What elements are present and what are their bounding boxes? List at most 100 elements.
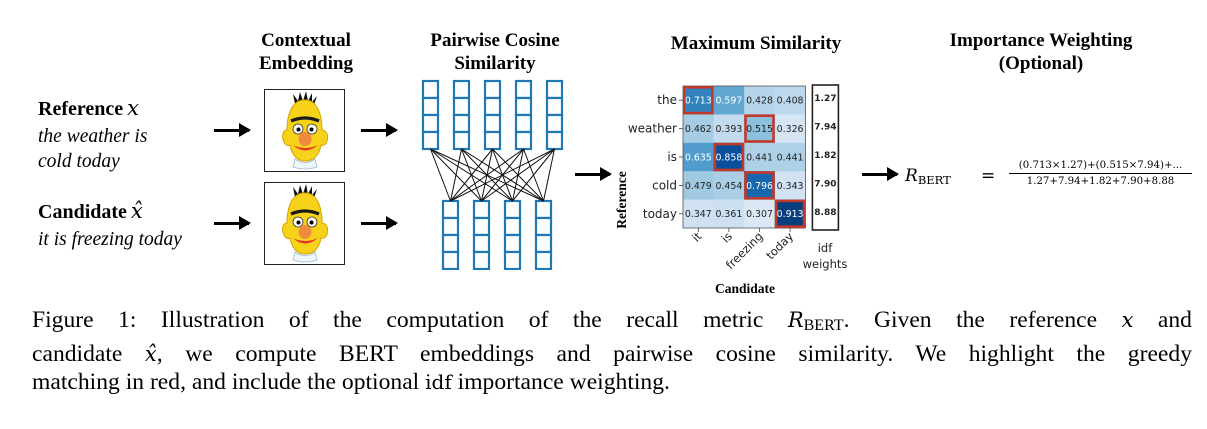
embedding-cell [514, 130, 533, 151]
heatmap-cell [744, 114, 776, 144]
caption-math-x: x [1121, 308, 1134, 332]
embedding-cell [452, 113, 471, 134]
figure-caption: Figure 1: Illustration of the computatio… [32, 306, 1192, 396]
formula-r: R [905, 166, 918, 186]
caption-text: . Given the reference [843, 307, 1122, 333]
heatmap-cell [744, 142, 776, 172]
heatmap-cell-value: 0.441 [777, 152, 804, 163]
bert-muppet-face-icon [282, 184, 329, 263]
embedding-cell [483, 130, 502, 151]
heatmap-cell-value: 0.361 [715, 209, 742, 220]
greedy-match-highlight [713, 142, 745, 172]
heatmap-cell-value: 0.347 [685, 209, 712, 220]
candidate-label: Candidate [38, 201, 127, 223]
similarity-connection-line [450, 148, 462, 202]
header-line: (Optional) [998, 53, 1084, 74]
heatmap-cell-value: 0.515 [746, 124, 773, 135]
heatmap-cell-value: 0.462 [685, 124, 712, 135]
right-arrow-icon [214, 216, 251, 230]
embedding-cell [472, 233, 491, 254]
reference-embedding-vector [452, 79, 471, 151]
similarity-connection-line [481, 148, 555, 202]
embedding-cell [421, 130, 440, 151]
recall-formula: RBERT = (0.713×1.27)+(0.515×7.94)+... 1.… [905, 158, 1205, 194]
heatmap-cell-value: 0.408 [777, 96, 804, 107]
caption-line: candidate x̂, we compute BERT embeddings… [32, 340, 1192, 368]
candidate-embedding-vector [472, 199, 491, 270]
heatmap-cell [713, 86, 745, 115]
embedding-cell [514, 113, 533, 134]
header-maximum-similarity: Maximum Similarity [640, 32, 872, 55]
embedding-cell [545, 130, 564, 151]
embedding-cell [421, 113, 440, 134]
reference-embedding-vector [483, 79, 502, 151]
embedding-cell [441, 233, 460, 254]
heatmap-cell-value: 0.858 [715, 152, 742, 163]
header-line: Importance Weighting [949, 30, 1133, 51]
embedding-cell [503, 199, 522, 220]
heatmap-cell [774, 114, 806, 144]
candidate-embedding-vector [534, 199, 553, 270]
heatmap-ylabel: Reference [614, 171, 629, 228]
embedding-cell [483, 113, 502, 134]
heatmap-cell-value: 0.393 [715, 124, 742, 135]
header-line: Embedding [259, 53, 353, 74]
embedding-cell [545, 79, 564, 100]
embedding-cell [503, 216, 522, 237]
candidate-input: Candidate x̂ it is freezing today [38, 198, 238, 252]
heatmap-xlabel: Candidate [715, 281, 775, 296]
reference-sentence-line: the weather is [38, 126, 148, 147]
reference-embedding-model-box [264, 89, 345, 172]
reference-sentence-line: cold today [38, 151, 120, 172]
embedding-cell [472, 199, 491, 220]
heatmap-cell [683, 86, 714, 115]
right-arrow-icon [361, 123, 398, 137]
embedding-cell [534, 216, 553, 237]
similarity-connection-line [543, 148, 555, 202]
formula-denominator: 1.27+7.94+1.82+7.90+8.88 [1026, 176, 1175, 187]
embedding-cell [534, 250, 553, 270]
reference-symbol: x [127, 96, 139, 120]
caption-idf: idf [425, 370, 452, 394]
idf-weight-value: 7.90 [814, 179, 836, 189]
x-tick-label: is [719, 229, 735, 245]
y-tick-label: is [667, 150, 677, 164]
idf-weight-value: 8.88 [814, 208, 836, 218]
greedy-match-highlight [744, 171, 775, 200]
header-pairwise-cosine: Pairwise Cosine Similarity [405, 29, 585, 75]
reference-embedding-vector [514, 79, 533, 151]
heatmap-cell [774, 171, 806, 200]
embedding-cell [421, 96, 440, 117]
heatmap-cell [683, 142, 714, 172]
embedding-cell [534, 199, 553, 220]
formula-numerator: (0.713×1.27)+(0.515×7.94)+... [1018, 160, 1183, 171]
reference-embedding-vector [421, 79, 440, 151]
embedding-cell [452, 130, 471, 151]
heatmap-cell [713, 114, 745, 144]
right-arrow-icon [361, 216, 398, 230]
header-contextual-embedding: Contextual Embedding [232, 29, 380, 75]
caption-text: candidate [32, 341, 145, 367]
caption-text: matching in red, and include the optiona… [32, 369, 426, 395]
caption-line: Figure 1: Illustration of the computatio… [32, 306, 1192, 340]
header-line: Similarity [454, 53, 536, 74]
heatmap-cell [744, 171, 776, 200]
similarity-connection-line [430, 148, 451, 202]
embedding-cell [441, 250, 460, 270]
embedding-cell [441, 199, 460, 220]
heatmap-cell-value: 0.635 [685, 152, 712, 163]
heatmap-cell-value: 0.597 [715, 96, 742, 107]
header-line: Maximum Similarity [670, 33, 842, 54]
heatmap-cell-value: 0.441 [746, 152, 773, 163]
embedding-cell [545, 96, 564, 117]
right-arrow-icon [214, 123, 251, 137]
right-arrow-icon [862, 167, 899, 181]
heatmap-cell [683, 171, 714, 200]
caption-math-xhat: x̂ [144, 342, 157, 366]
heatmap-cell-value: 0.428 [746, 96, 773, 107]
heatmap-cell [774, 199, 806, 229]
formula-r-subscript: BERT [917, 173, 951, 187]
heatmap-cell [713, 142, 745, 172]
heatmap-cell-value: 0.326 [777, 124, 804, 135]
